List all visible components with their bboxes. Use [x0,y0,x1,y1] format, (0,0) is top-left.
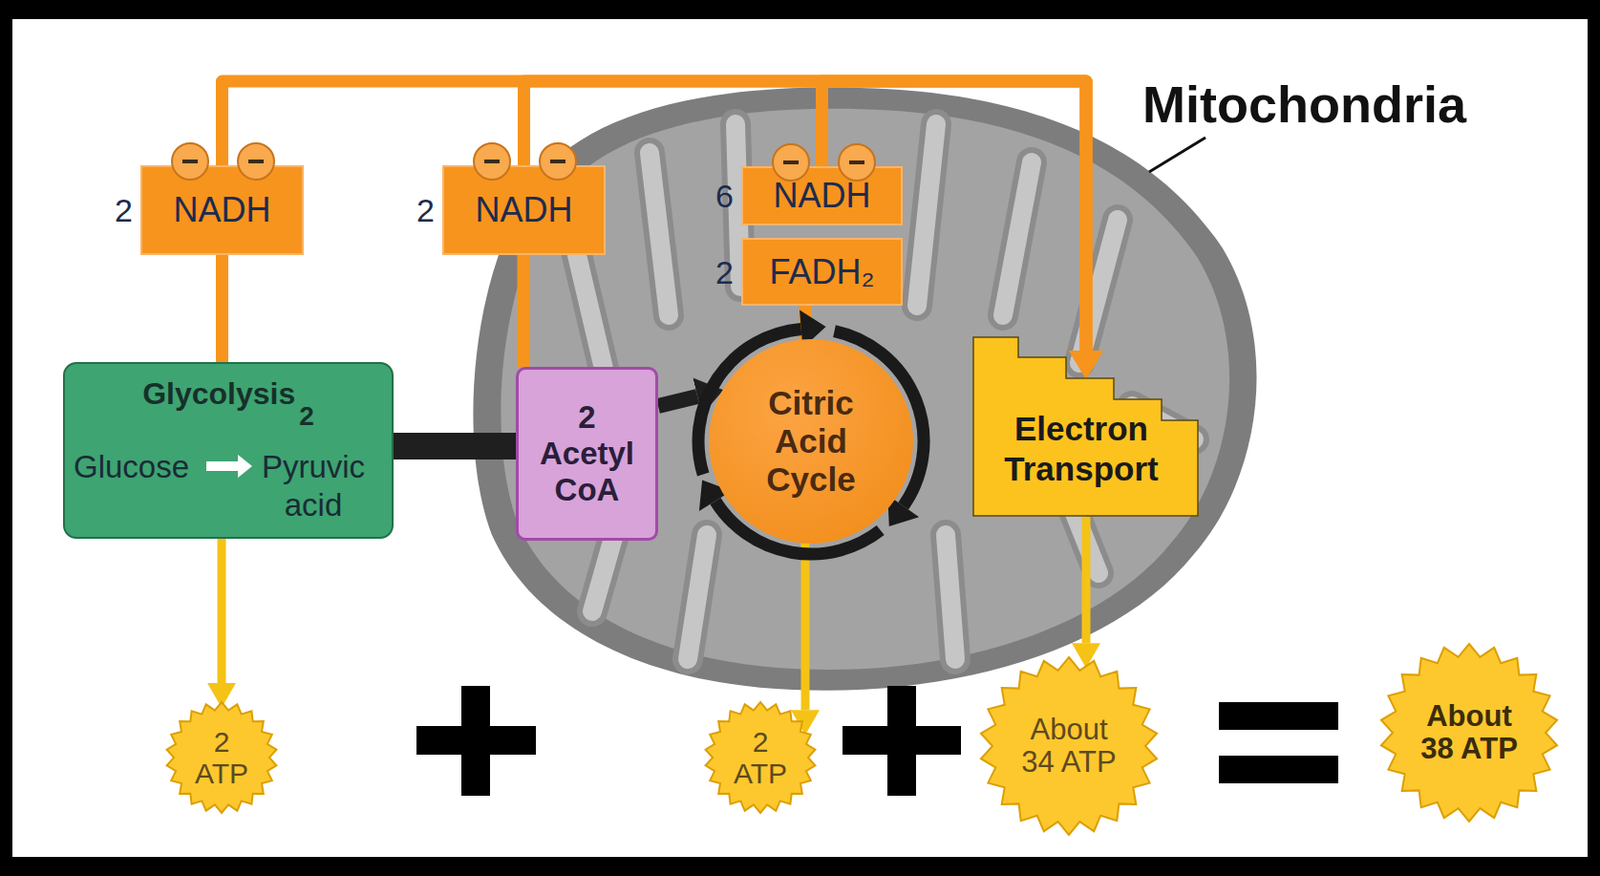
node-text: NADH [772,177,871,214]
conversion-arrow [206,454,253,478]
node-text: 2 [715,256,734,289]
node-text: Acetyl CoA [518,435,656,509]
electron-symbols [171,143,875,181]
node-text: Glucose [73,448,190,487]
nadh-box: 6NADH [741,166,903,226]
acetyl-coa-box: 2Acetyl CoA [515,366,659,541]
connector [215,255,229,363]
electron-circle [838,144,875,181]
connector [222,81,1088,351]
plus-sign [416,685,536,796]
burst-outline [981,657,1157,835]
equals-bar [1218,702,1339,730]
node-text: NADH [172,192,271,229]
burst-outline [167,702,278,813]
stair-outline [973,337,1198,516]
connector [801,543,811,710]
minus-sign [783,160,799,165]
structure-label: Mitochondria [1142,74,1467,134]
node-text: About 38 ATP [1411,700,1527,766]
crista [649,152,669,316]
plus-bar [887,685,917,796]
crista [917,124,937,306]
minus-sign [248,159,264,164]
crista [945,534,956,660]
crista [917,124,937,306]
electron-circle [237,143,275,180]
node-text: Glycolysis [142,375,296,412]
crista [1002,162,1032,316]
page-ground [12,19,1588,857]
nadh-box: 2NADH [140,165,304,256]
minus-sign [550,159,566,164]
node-text: 2 ATP [187,725,256,790]
electron-transport-stairs: Electron Transport [972,336,1199,517]
node-text: 2 [298,400,315,433]
crista [649,152,669,316]
equals-bar [1218,755,1339,784]
electron-circle [772,144,810,181]
electron-circle [473,143,511,180]
node-text: 2 ATP [725,725,795,790]
connector [524,81,1088,351]
node-text: 2 [577,399,596,436]
atp-total-burst: About 38 ATP [1379,642,1559,823]
crista [1002,162,1032,316]
node-text: 2 [416,193,435,227]
connector [517,255,531,367]
electron-circle [539,143,576,180]
plus-bar [461,685,491,796]
burst-outline [705,702,816,813]
process-box: Glycolysis2Glucose Pyruvic acid [63,362,394,539]
electron-circle [171,143,209,180]
connector [658,396,698,406]
node-text: About 34 ATP [1012,713,1126,779]
node-text: Citric Acid Cycle [748,384,874,500]
equals-sign [1218,702,1339,784]
node-text: 2 [114,193,133,227]
inner-membrane [500,108,1230,670]
burst-outline [1381,643,1558,822]
fadh2-box: 2FADH₂ [741,237,903,306]
node-text: FADH₂ [769,254,875,291]
connector [217,538,227,683]
minus-sign [182,159,198,164]
cycle-ring [698,310,924,555]
crista [687,534,707,660]
leader-line [1149,137,1206,172]
node-text: NADH [474,192,573,229]
node-text: Electron Transport [985,408,1177,490]
plus-sign [842,685,961,796]
crista [735,124,741,287]
atp-burst: 2 ATP [165,701,278,814]
connector [1082,516,1091,643]
node-text: Pyruvic acid [256,448,371,524]
node-text: 6 [715,179,734,213]
minus-sign [484,159,500,164]
crista [687,534,707,660]
crista [945,534,956,660]
atp-burst: About 34 ATP [979,656,1159,836]
crista [735,124,741,287]
nadh-box: 2NADH [442,165,606,256]
minus-sign [849,160,865,165]
cycle-circle: Citric Acid Cycle [708,339,914,544]
connector [393,432,516,460]
atp-burst: 2 ATP [704,701,817,814]
